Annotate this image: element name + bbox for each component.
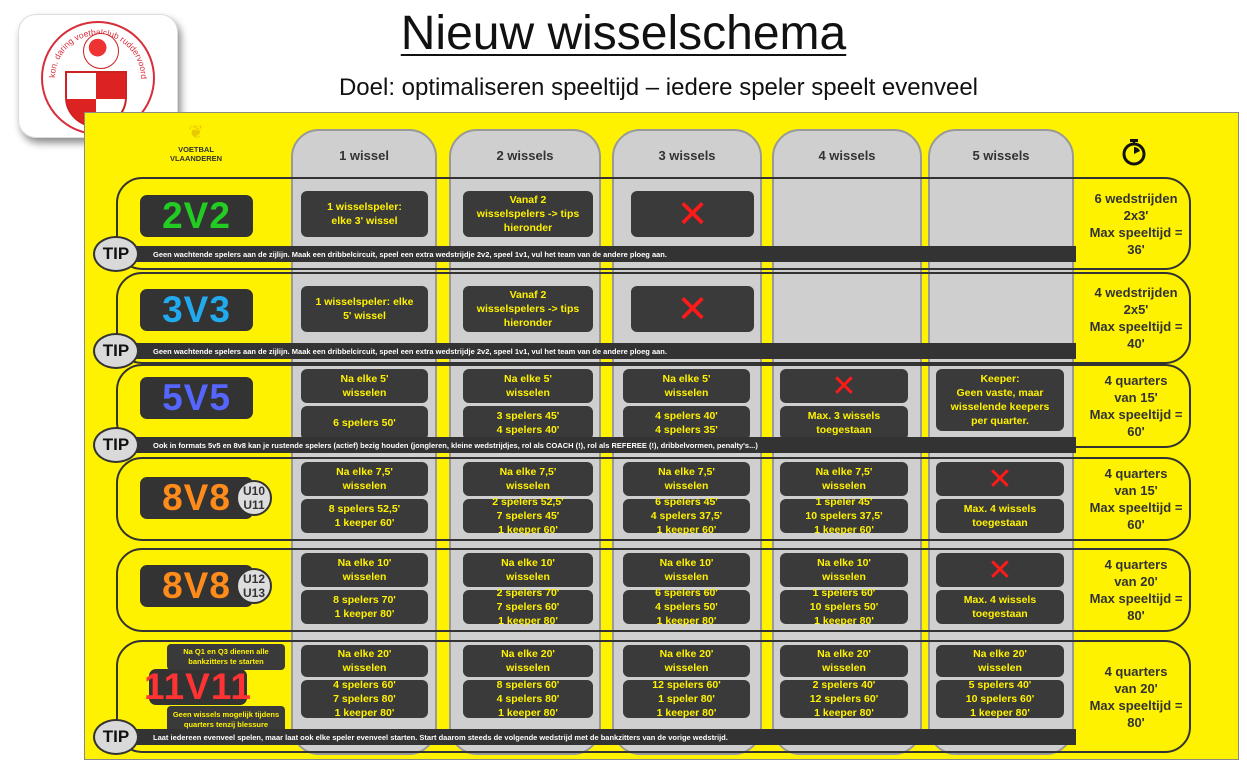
row-label: 11V11 [144,666,252,707]
cell-bottom: 1 speler 45' 10 spelers 37,5' 1 keeper 6… [780,496,908,536]
cell-bottom: Max. 4 wissels toegestaan [936,590,1064,624]
cell-bottom: 6 spelers 60' 4 spelers 50' 1 keeper 80' [623,587,750,627]
age-label: U12 [242,572,265,586]
cell-cross-box [631,286,754,332]
cell-top: Na elke 20' wisselen [936,645,1064,677]
tip-badge: TIP [93,333,139,369]
column-header: 3 wissels [658,147,716,163]
cell-top: Na elke 20' wisselen [463,645,593,677]
cell-bottom: 5 spelers 40' 10 spelers 60' 1 keeper 80… [936,679,1064,719]
cell-bottom: 4 spelers 60' 7 spelers 80' 1 keeper 80' [301,679,428,719]
tip-bar: Geen wachtende spelers aan de zijlijn. M… [109,246,1076,262]
row-band [116,548,1191,632]
cell-bottom: 2 spelers 40' 12 spelers 60' 1 keeper 80… [780,679,908,719]
cell-top: Na elke 5' wisselen [623,369,750,403]
cell-bottom: Max. 3 wissels toegestaan [780,406,908,440]
cross-icon: ✕ [987,552,1013,588]
cross-icon: ✕ [987,461,1013,497]
cell-bottom: 2 spelers 70' 7 spelers 60' 1 keeper 80' [463,587,593,627]
cell-top: Na elke 7,5' wisselen [623,462,750,496]
row-label: 8V8 [140,477,253,519]
tip-bar: Ook in formats 5v5 en 8v8 kan je rustend… [109,437,1076,453]
voetbal-vlaanderen-logo: ❦ VOETBAL VLAANDEREN [163,123,229,173]
tip-badge: TIP [93,427,139,463]
cell-top: Na elke 10' wisselen [623,553,750,587]
cell-bottom: 4 spelers 40' 4 spelers 35' [623,406,750,440]
row-label: 3V3 [140,289,253,331]
cell-bottom: 6 spelers 50' [301,406,428,440]
row-info: 4 quarters van 20' Max speeltijd = 80' [1089,663,1183,730]
cell-top: Na elke 10' wisselen [463,553,593,587]
cell-bottom: Max. 4 wissels toegestaan [936,499,1064,533]
page-subtitle: Doel: optimaliseren speeltijd – iedere s… [338,74,979,101]
cell-bottom: 8 spelers 70' 1 keeper 80' [301,590,428,624]
cell-top: Na elke 5' wisselen [301,369,428,403]
cell-cross-box [936,553,1064,587]
cell-top: Na elke 7,5' wisselen [301,462,428,496]
row-label: 2V2 [140,195,253,237]
tip-bar: Laat iedereen evenveel spelen, maar laat… [109,729,1076,745]
tip-badge: TIP [93,719,139,755]
cell-text: Vanaf 2 wisselspelers -> tips hieronder [463,286,593,332]
age-label: U11 [243,498,265,512]
row-info: 6 wedstrijden 2x3' Max speeltijd = 36' [1089,190,1183,257]
row-info: 4 wedstrijden 2x5' Max speeltijd = 40' [1089,285,1183,351]
cell-text: Keeper: Geen vaste, maar wisselende keep… [936,369,1064,431]
football-icon [83,33,119,69]
row-info: 4 quarters van 15' Max speeltijd = 60' [1089,466,1183,532]
cell-text: Vanaf 2 wisselspelers -> tips hieronder [463,191,593,237]
stopwatch-icon [1122,139,1146,166]
cell-cross-box [631,191,754,237]
age-label: U13 [242,586,265,600]
row-label: 5V5 [140,377,253,419]
cell-bottom: 12 spelers 60' 1 speler 80' 1 keeper 80' [623,679,750,719]
vv-line1: VOETBAL [178,145,214,154]
row-band [116,640,1191,753]
cross-icon: ✕ [676,192,709,236]
column-header: 1 wissel [339,147,389,163]
row-band [116,457,1191,541]
cell-bottom: 8 spelers 60' 4 spelers 80' 1 keeper 80' [463,679,593,719]
row-info: 4 quarters van 15' Max speeltijd = 60' [1089,373,1183,439]
cell-bottom: 3 spelers 45' 4 spelers 40' [463,406,593,440]
page-title: Nieuw wisselschema [400,7,847,60]
row-note: Na Q1 en Q3 dienen alle bankzitters te s… [167,644,285,670]
cell-cross-box [780,369,908,403]
vv-mark-icon: ❦ [188,122,204,142]
cell-text: 1 wisselspeler: elke 3' wissel [301,191,428,237]
tip-badge: TIP [93,236,139,272]
column-header: 5 wissels [972,147,1030,163]
schedule-board: ❦ VOETBAL VLAANDEREN 1 wissel 2 wissels 3 … [84,112,1239,760]
row-band [116,272,1191,364]
cell-top: Na elke 7,5' wisselen [780,462,908,496]
cell-bottom: 6 spelers 45' 4 spelers 37,5' 1 keeper 6… [623,496,750,536]
cell-top: Na elke 20' wisselen [301,645,428,677]
column-header: 4 wissels [818,147,876,163]
row-info: 4 quarters van 20' Max speeltijd = 80' [1089,557,1183,623]
vv-line2: VLAANDEREN [169,154,223,163]
column-header: 2 wissels [496,147,554,163]
cell-cross-box [936,462,1064,496]
row-label: 8V8 [140,565,253,607]
cell-top: Na elke 5' wisselen [463,369,593,403]
age-label: U10 [242,484,265,498]
cross-icon: ✕ [831,368,857,404]
cell-top: Na elke 20' wisselen [780,645,908,677]
tip-bar: Geen wachtende spelers aan de zijlijn. M… [109,343,1076,359]
cell-top: Na elke 7,5' wisselen [463,462,593,496]
cell-text: 1 wisselspeler: elke 5' wissel [301,286,428,332]
cell-top: Na elke 10' wisselen [301,553,428,587]
row-band [116,177,1191,270]
cell-bottom: 1 spelers 60' 10 spelers 50' 1 keeper 80… [780,587,908,627]
cell-bottom: 8 spelers 52,5' 1 keeper 60' [301,499,428,533]
cell-bottom: 2 spelers 52,5' 7 spelers 45' 1 keeper 6… [463,496,593,536]
cell-top: Na elke 20' wisselen [623,645,750,677]
cell-top: Na elke 10' wisselen [780,553,908,587]
cross-icon: ✕ [676,287,709,331]
